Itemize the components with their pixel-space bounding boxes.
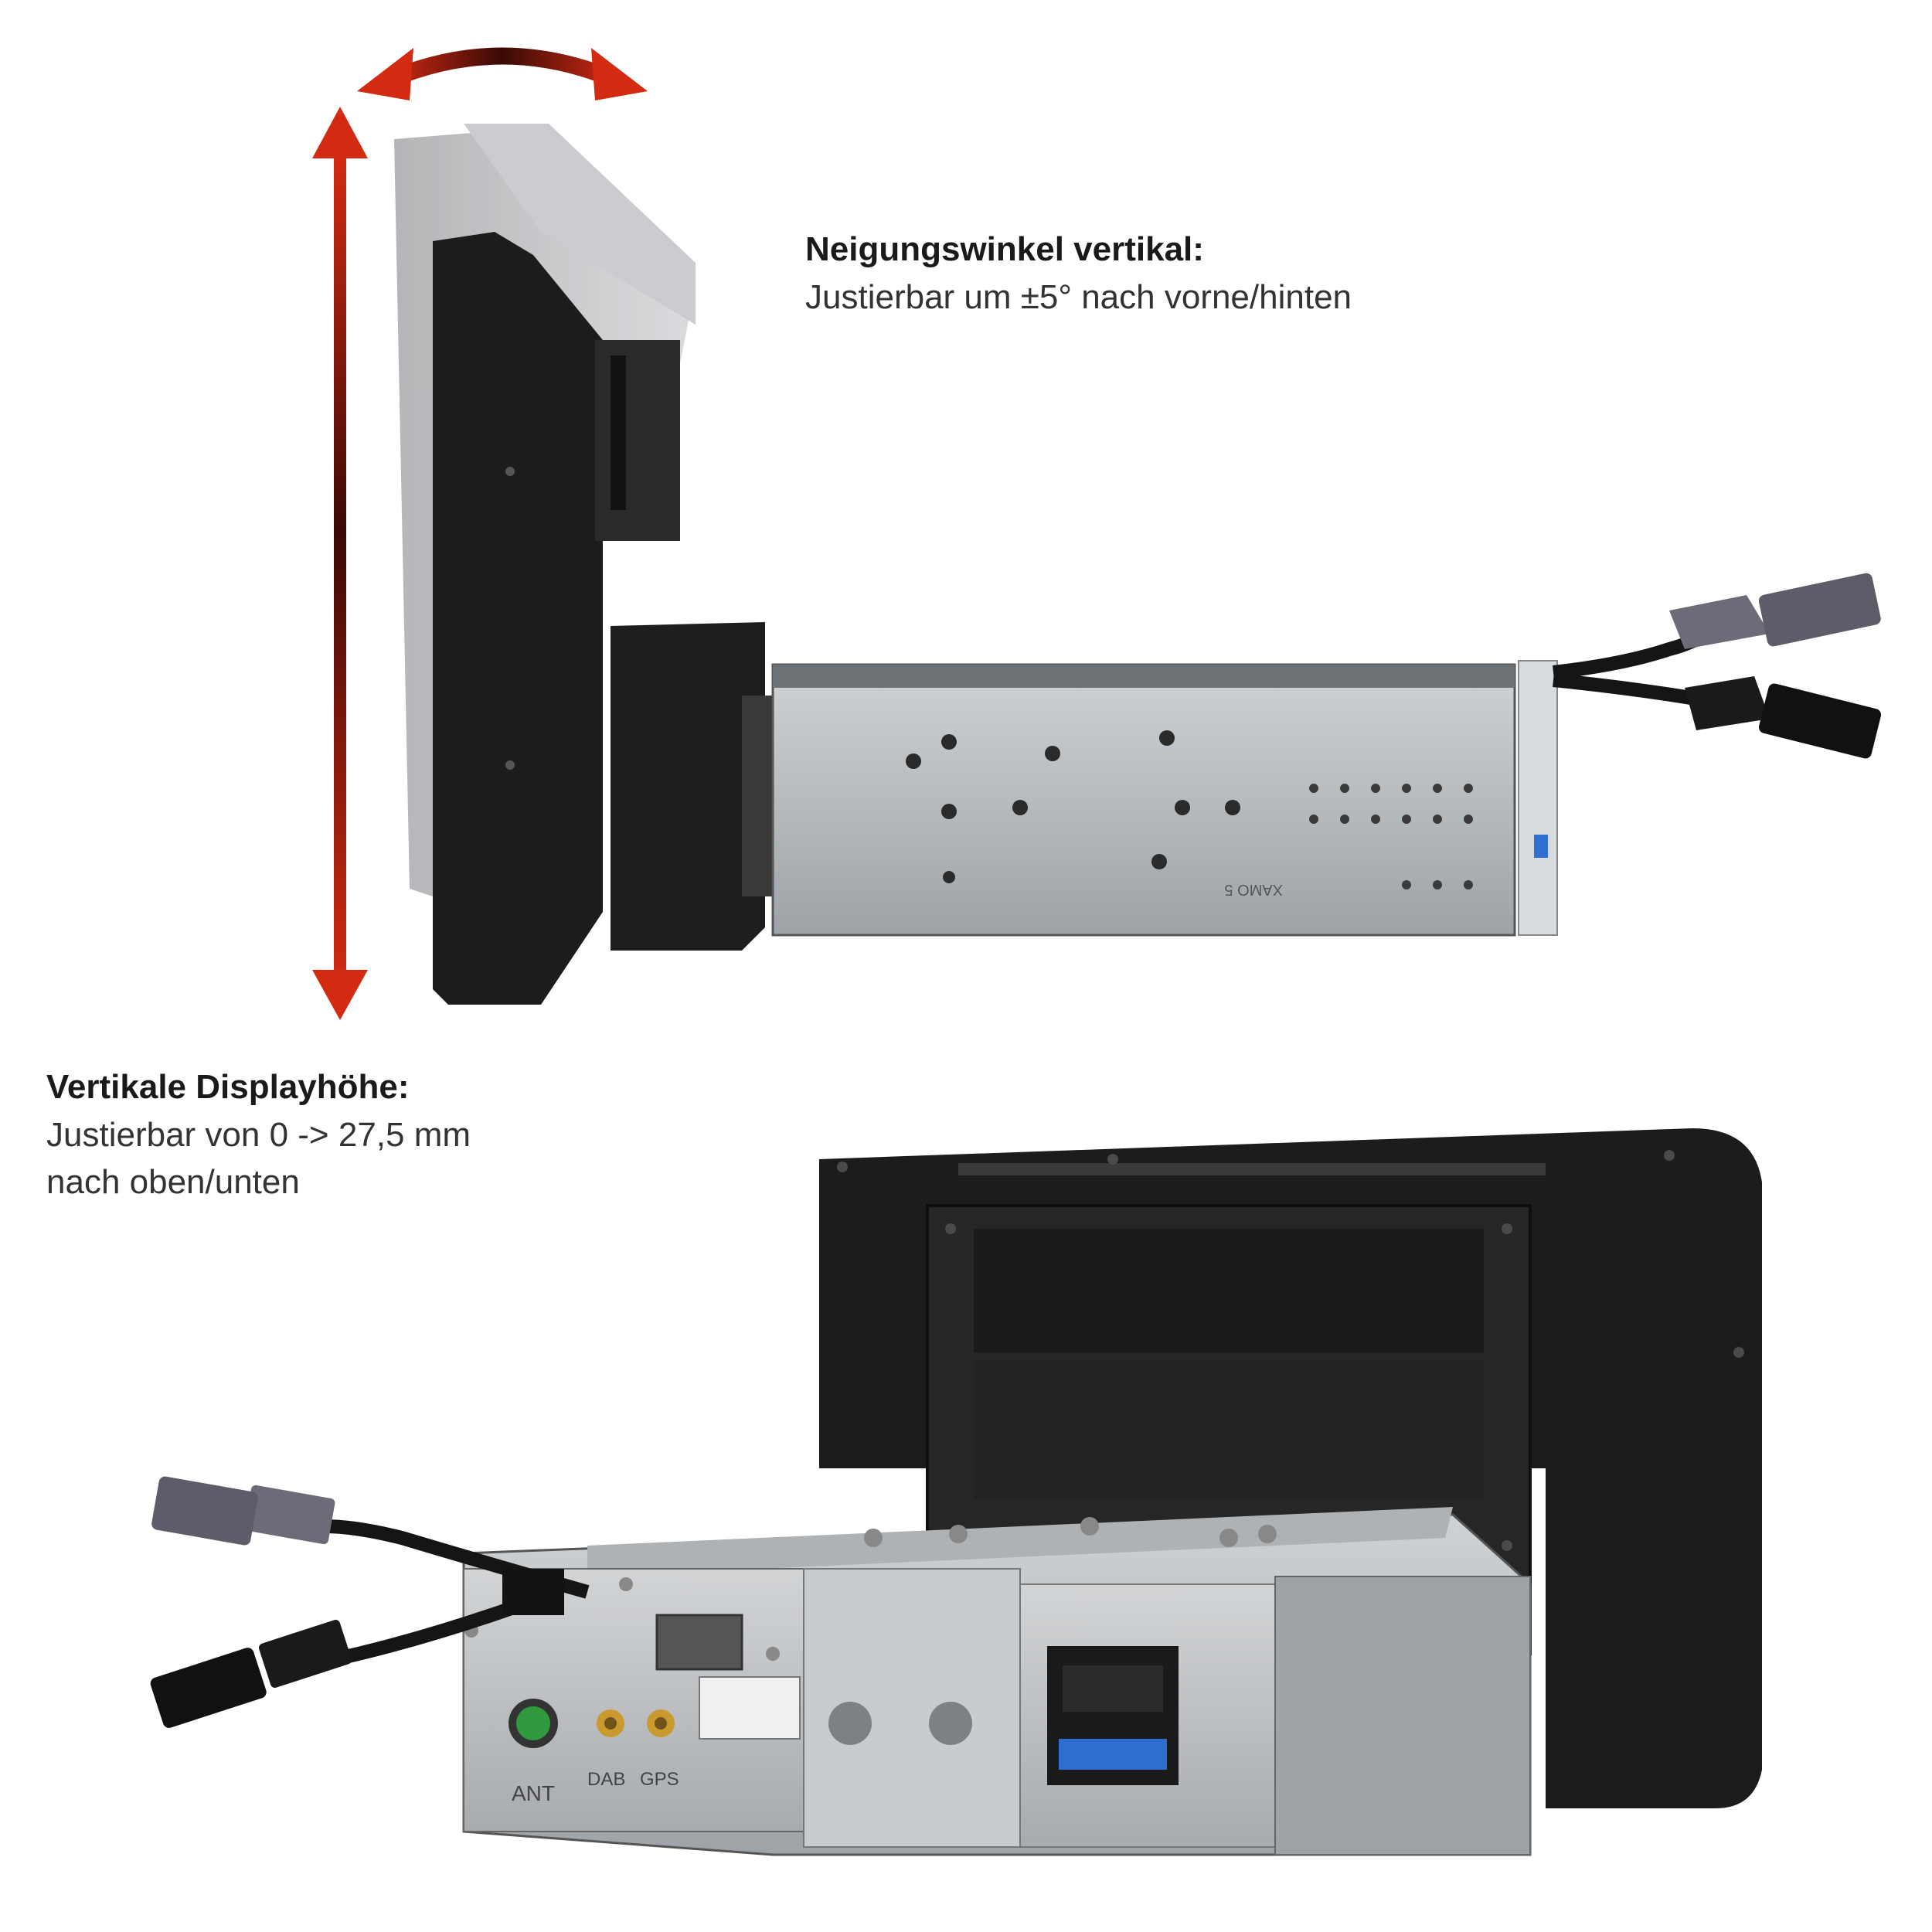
chassis-side: XAMO 5 — [771, 660, 1558, 937]
square-port-icon — [655, 1614, 743, 1671]
usb-cables-top — [1553, 573, 1882, 759]
rear-vent-slots — [958, 1163, 1546, 1175]
display-screws — [837, 1150, 1744, 1551]
usb-cables-bottom — [150, 1476, 590, 1728]
height-caption: Vertikale Displayhöhe: Justierbar von 0 … — [46, 1063, 471, 1206]
gps-connector-icon — [647, 1709, 675, 1737]
tilt-caption-text: Justierbar um ±5° nach vorne/hinten — [805, 277, 1352, 316]
chassis-screws — [464, 1517, 1277, 1661]
tilt-arrow-icon — [357, 47, 648, 100]
display-side — [433, 232, 680, 1005]
height-caption-text-2: nach oben/unten — [46, 1163, 300, 1202]
tilt-caption-title: Neigungswinkel vertikal: — [805, 230, 1204, 268]
height-caption-text-1: Justierbar von 0 -> 27,5 mm — [46, 1115, 471, 1154]
multipin-connector-icon — [699, 1676, 801, 1740]
mount-bracket — [611, 622, 773, 951]
dab-label: DAB — [587, 1769, 625, 1790]
chassis-holes — [906, 730, 1240, 883]
gps-label: GPS — [640, 1769, 679, 1790]
dab-connector-icon — [597, 1709, 624, 1737]
height-arrow-icon — [312, 107, 368, 1020]
iso-connector-icon — [1047, 1646, 1179, 1785]
ant-connector-icon — [509, 1699, 558, 1748]
ant-label: ANT — [512, 1781, 555, 1805]
height-caption-title: Vertikale Displayhöhe: — [46, 1068, 410, 1106]
vent-holes — [1309, 784, 1473, 889]
chassis-rear: ANT DAB GPS — [462, 1507, 1532, 1856]
tilt-caption: Neigungswinkel vertikal: Justierbar um ±… — [805, 226, 1352, 321]
chassis-marking: XAMO 5 — [1224, 881, 1283, 898]
